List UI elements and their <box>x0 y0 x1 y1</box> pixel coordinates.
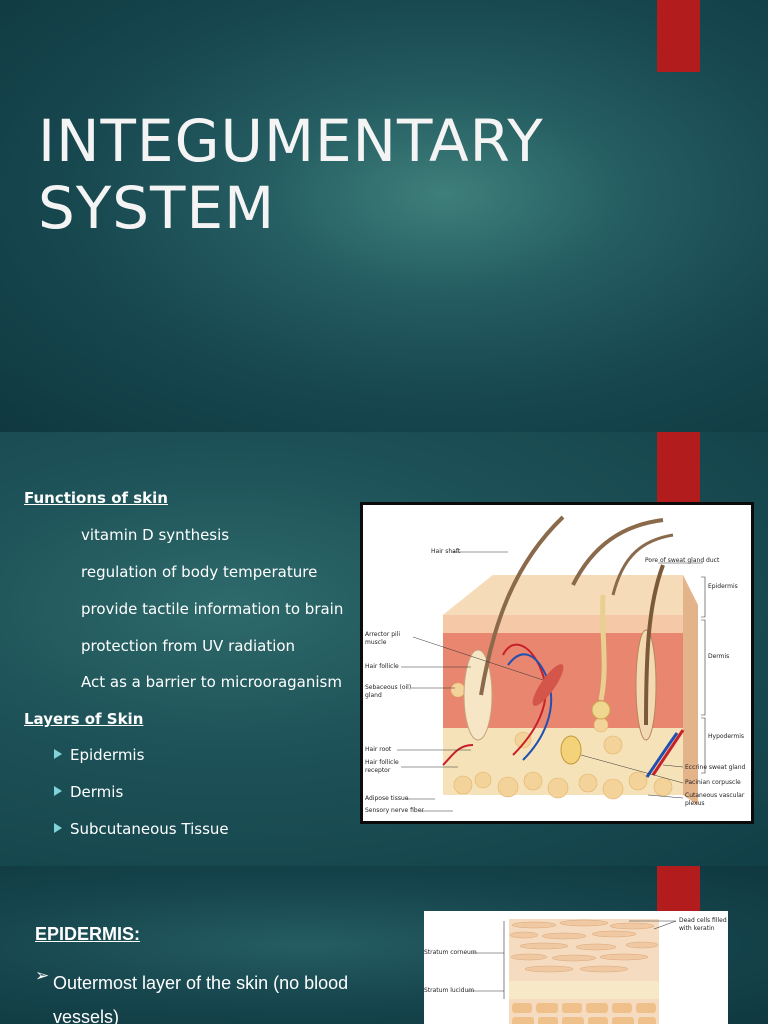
title-slide: INTEGUMENTARY SYSTEM <box>0 0 768 432</box>
figure-label: muscle <box>365 639 387 646</box>
figure-label: Dead cells filled <box>679 917 727 924</box>
bullet-triangle-icon <box>54 823 62 833</box>
figure-label: Epidermis <box>708 583 738 590</box>
figure-label: with keratin <box>679 925 715 932</box>
skin-diagram: Hair shaft Pore of sweat gland duct Epid… <box>360 502 754 824</box>
figure-label: Sebaceous (oil) <box>365 684 412 691</box>
figure-label: receptor <box>365 767 391 774</box>
figure-label: Stratum corneum <box>424 949 477 956</box>
title-line-2: SYSTEM <box>38 174 276 242</box>
epidermis-heading: EPIDERMIS: <box>35 924 141 944</box>
layers-heading: Layers of Skin <box>24 710 144 728</box>
figure-label: Hair shaft <box>431 548 461 555</box>
bullet-triangle-icon <box>54 749 62 759</box>
figure-label: Hair follicle <box>365 663 399 670</box>
figure-label: Eccrine sweat gland <box>685 764 746 771</box>
function-item: provide tactile information to brain <box>81 600 344 618</box>
functions-slide: Functions of skin vitamin D synthesis re… <box>0 432 768 866</box>
epidermis-bullet-text: Outermost layer of the skin (no blood ve… <box>53 973 349 1024</box>
layer-item: Epidermis <box>54 746 144 764</box>
epidermis-layers-illustration <box>468 919 677 1024</box>
figure-label: Sensory nerve fiber <box>365 807 424 814</box>
function-item: protection from UV radiation <box>81 637 296 655</box>
epidermis-diagram: Dead cells filled with keratin Stratum c… <box>424 911 728 1024</box>
accent-bar <box>657 0 700 72</box>
figure-label: Cutaneous vascular <box>685 792 745 799</box>
function-item: Act as a barrier to microoraganism <box>81 673 342 691</box>
figure-label: Hypodermis <box>708 733 745 740</box>
bullet-triangle-icon <box>54 786 62 796</box>
epidermis-slide: EPIDERMIS: ➢ Outermost layer of the skin… <box>0 866 768 1024</box>
figure-label: gland <box>365 692 382 699</box>
figure-label: Stratum lucidum <box>424 987 475 994</box>
arrow-bullet-icon: ➢ <box>35 966 50 986</box>
figure-label: Hair follicle <box>365 759 399 766</box>
layer-item: Subcutaneous Tissue <box>54 820 229 838</box>
function-item: vitamin D synthesis <box>81 526 230 544</box>
skin-cross-section-illustration <box>397 515 706 812</box>
figure-label: Hair root <box>365 746 392 753</box>
figure-label: Dermis <box>708 653 730 660</box>
figure-label: Pacinian corpuscle <box>685 779 741 786</box>
functions-heading: Functions of skin <box>24 489 168 507</box>
function-item: regulation of body temperature <box>81 563 318 581</box>
figure-label: Pore of sweat gland duct <box>645 557 720 564</box>
accent-bar <box>657 866 700 912</box>
layer-item: Dermis <box>54 783 123 801</box>
figure-label: Arrector pili <box>365 631 400 638</box>
accent-bar <box>657 432 700 504</box>
title-line-1: INTEGUMENTARY <box>38 107 544 175</box>
slide-background <box>0 0 768 432</box>
figure-label: Adipose tissue <box>365 795 409 802</box>
figure-label: plexus <box>685 800 705 807</box>
slide-title: INTEGUMENTARY SYSTEM <box>38 108 598 242</box>
